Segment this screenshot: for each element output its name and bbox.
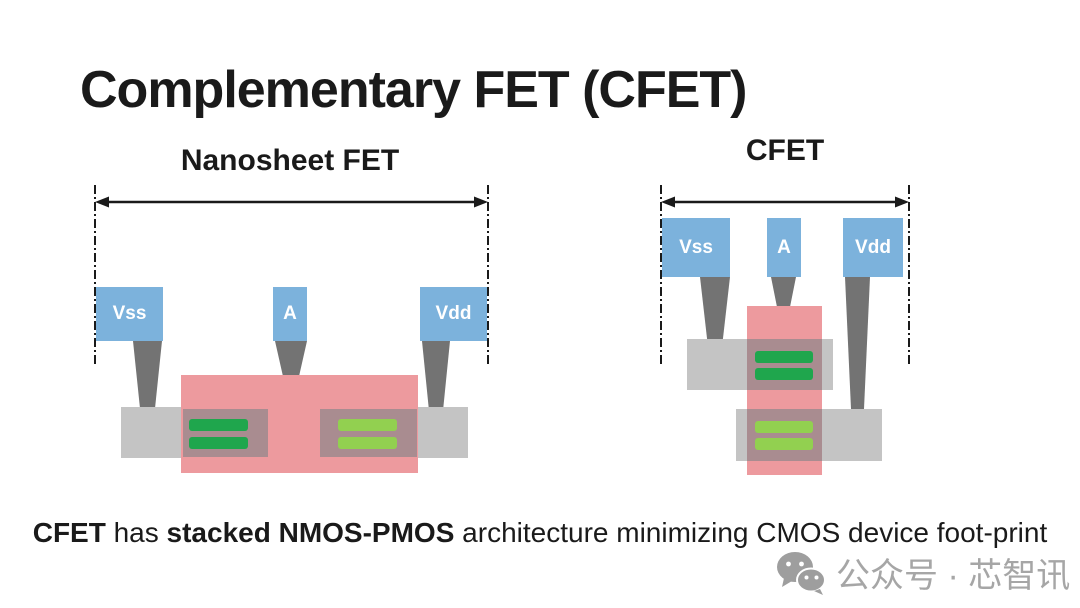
pmos-channel-region (320, 409, 417, 457)
page-title: Complementary FET (CFET) (80, 61, 747, 119)
a-terminal-label: A (777, 236, 791, 258)
a-terminal: A (273, 287, 307, 341)
footprint-boundary-left (94, 185, 96, 367)
vdd-terminal-label: Vdd (435, 303, 472, 324)
a-terminal: A (767, 218, 801, 277)
pmos-nanosheet (338, 419, 397, 431)
vdd-terminal-label: Vdd (855, 236, 891, 258)
nmos-nanosheet (755, 368, 813, 380)
vss-terminal-label: Vss (679, 236, 713, 258)
vss-contact-plug (133, 341, 162, 408)
footprint-width-arrow (661, 196, 909, 208)
footprint-boundary-right (908, 185, 910, 367)
nanosheet-fet-label: Nanosheet FET (180, 144, 400, 177)
vdd-terminal: Vdd (843, 218, 903, 277)
a-contact-plug (771, 277, 796, 307)
caption-has: has (105, 517, 167, 548)
pmos-nanosheet (755, 421, 813, 433)
nmos-channel-region (183, 409, 268, 457)
pmos-nanosheet (338, 437, 397, 449)
nmos-nanosheet (755, 351, 813, 363)
footprint-width-arrow (95, 196, 488, 208)
nmos-channel-region (747, 339, 822, 390)
caption-stacked: stacked NMOS-PMOS (166, 517, 455, 548)
vdd-contact-plug (845, 277, 870, 409)
vss-contact-plug (700, 277, 730, 340)
vss-terminal: Vss (662, 218, 730, 277)
a-terminal-label: A (283, 303, 297, 324)
vdd-contact-plug (422, 341, 450, 408)
vss-terminal-label: Vss (112, 303, 147, 324)
footprint-boundary-left (660, 185, 662, 367)
caption-rest: architecture minimizing CMOS device foot… (454, 517, 1048, 548)
pmos-channel-region (747, 409, 822, 461)
nmos-nanosheet (189, 419, 248, 431)
a-contact-plug (275, 341, 307, 375)
pmos-nanosheet (755, 438, 813, 450)
vdd-terminal: Vdd (420, 287, 487, 341)
watermark-text: 公众号 · 芯智讯 (836, 557, 1071, 595)
cfet-label: CFET (745, 134, 825, 167)
nmos-nanosheet (189, 437, 248, 449)
watermark: 公众号 · 芯智讯 (776, 548, 1070, 597)
wechat-icon (777, 551, 826, 595)
vss-terminal: Vss (96, 287, 163, 341)
footprint-boundary-right (487, 185, 489, 367)
caption: CFET has stacked NMOS-PMOS architecture … (0, 517, 1080, 549)
caption-cfet: CFET (32, 517, 106, 548)
